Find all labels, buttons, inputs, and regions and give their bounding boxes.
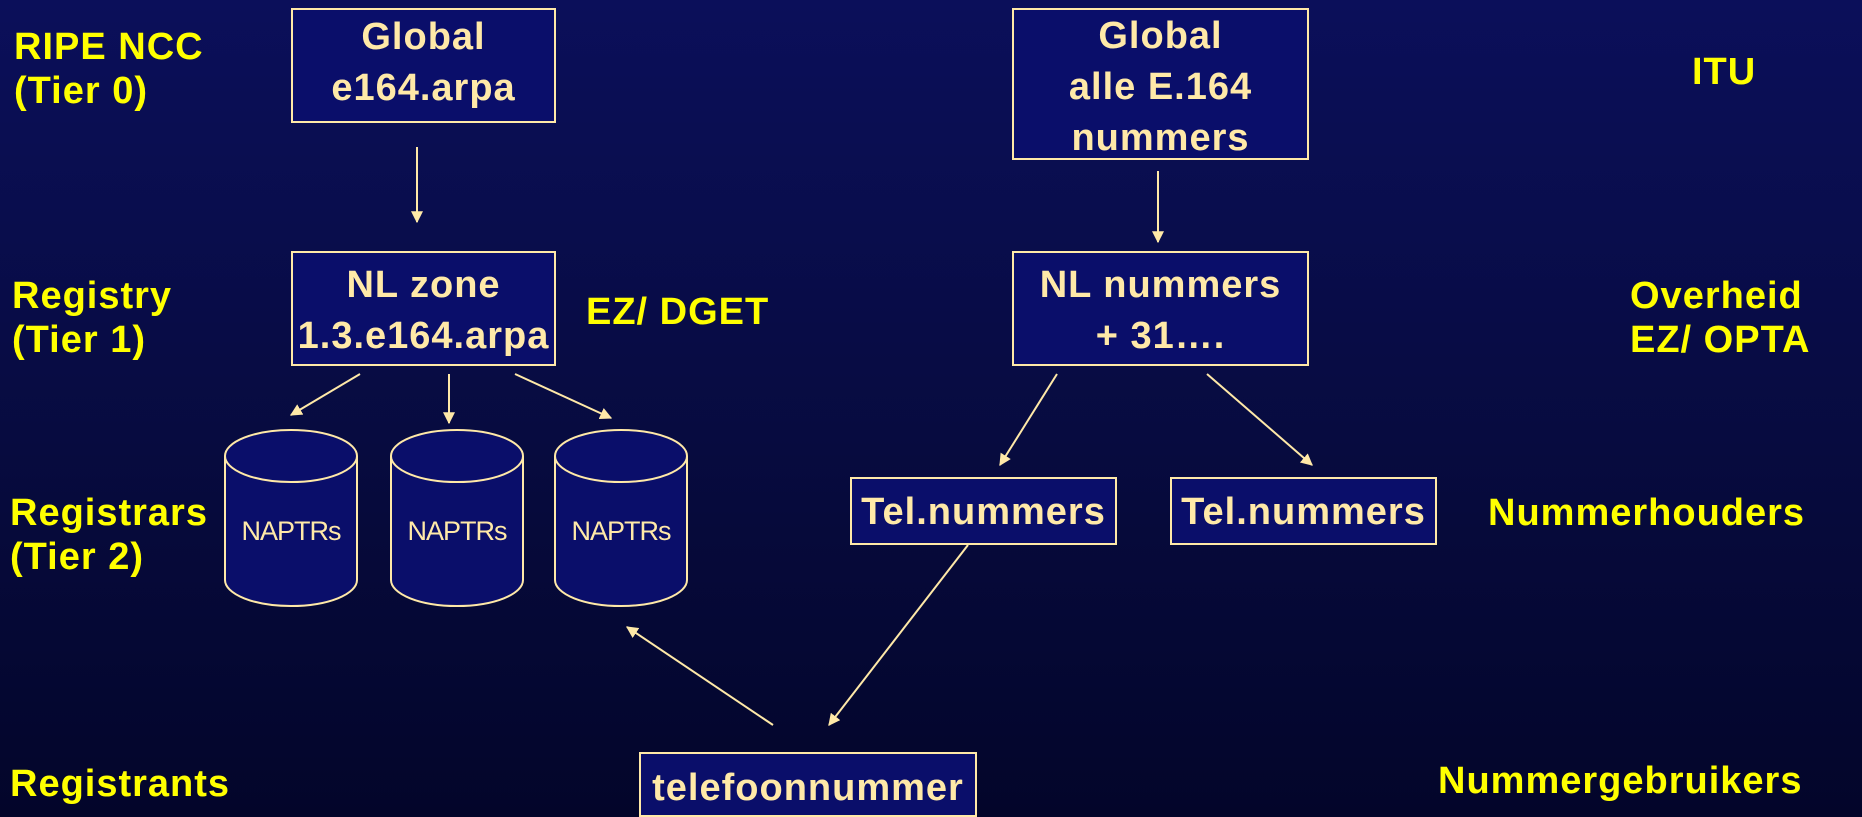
nummergebruikers-label: Nummergebruikers: [1438, 760, 1803, 802]
database-cylinder-2: [390, 429, 524, 607]
tel-nummers-2-text: Tel.nummers: [1181, 491, 1426, 533]
nummerhouders-label: Nummerhouders: [1488, 492, 1806, 534]
ezdget-label: EZ/ DGET: [586, 291, 770, 333]
db-label-2: NAPTRs: [407, 516, 507, 546]
box-global-numbers: [1012, 8, 1309, 160]
box-nl-zone: [291, 251, 556, 366]
tier-0-label: RIPE NCC (Tier 0): [14, 26, 204, 112]
arrow-nlzone-to-db3: [514, 373, 613, 419]
tier-2-label: Registrars (Tier 2): [10, 492, 208, 578]
registrants-label: Registrants: [10, 763, 231, 805]
tier-1-label: Registry (Tier 1): [12, 275, 173, 361]
box-global-e164: [291, 8, 556, 123]
global-numbers-text: Global alle E.164 nummers: [1068, 15, 1253, 159]
overheid-label: Overheid EZ/ OPTA: [1630, 275, 1811, 361]
nl-numbers-text: NL nummers + 31….: [1039, 264, 1282, 357]
arrow-nlzone-to-db1: [289, 373, 361, 416]
tel-nummers-1-text: Tel.nummers: [861, 491, 1106, 533]
telefoonnummer-text: telefoonnummer: [652, 767, 964, 809]
global-e164-text: Global e164.arpa: [331, 16, 516, 109]
database-cylinder-1: [224, 429, 358, 607]
arrow-telefoonnummer-to-db3: [626, 626, 774, 726]
box-telefoonnummer: [639, 752, 977, 817]
arrow-tel1-to-telefoonnummer: [828, 544, 969, 726]
arrow-nlnum-to-tel2: [1206, 373, 1313, 466]
database-cylinder-3: [554, 429, 688, 607]
db-label-1: NAPTRs: [241, 516, 341, 546]
nl-zone-text: NL zone 1.3.e164.arpa: [297, 264, 550, 357]
db-label-3: NAPTRs: [571, 516, 671, 546]
itu-label: ITU: [1692, 51, 1757, 93]
box-tel-nummers-2: [1170, 477, 1437, 545]
box-tel-nummers-1: [850, 477, 1117, 545]
box-nl-numbers: [1012, 251, 1309, 366]
arrow-nlnum-to-tel1: [999, 373, 1058, 467]
